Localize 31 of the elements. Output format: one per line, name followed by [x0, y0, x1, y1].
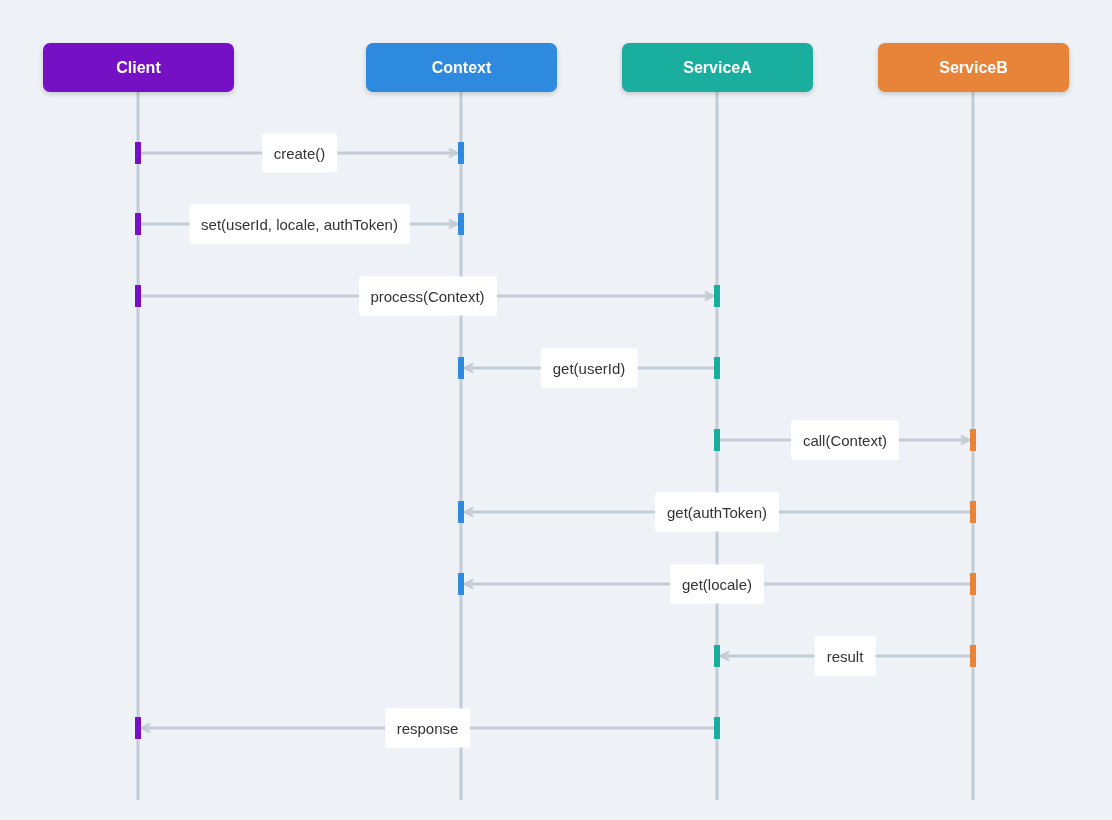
participant-box: Context: [366, 43, 557, 92]
activation-bar: [458, 142, 464, 164]
participant-box: Client: [43, 43, 234, 92]
participant-box: ServiceA: [622, 43, 813, 92]
activation-bar: [458, 357, 464, 379]
edge-label: response: [384, 708, 471, 748]
activation-bar: [458, 573, 464, 595]
edge-label: set(userId, locale, authToken): [189, 204, 410, 244]
edge-label: create(): [261, 133, 338, 173]
activation-bar: [714, 285, 720, 307]
edge-label: result: [814, 636, 876, 676]
edge-label: process(Context): [358, 276, 497, 316]
activation-bar: [135, 717, 141, 739]
edge-label: get(authToken): [654, 492, 780, 532]
activation-bar: [714, 717, 720, 739]
edge-label: get(locale): [670, 564, 764, 604]
activation-bar: [458, 501, 464, 523]
activation-bar: [458, 213, 464, 235]
activation-bar: [714, 429, 720, 451]
activation-bar: [714, 357, 720, 379]
activation-bar: [135, 285, 141, 307]
participant-box: ServiceB: [878, 43, 1069, 92]
activation-bar: [970, 573, 976, 595]
activation-bar: [135, 213, 141, 235]
edge-label: call(Context): [790, 420, 900, 460]
activation-bar: [970, 501, 976, 523]
activation-bar: [135, 142, 141, 164]
activation-bar: [714, 645, 720, 667]
edge-label: get(userId): [540, 348, 638, 388]
activation-bar: [970, 645, 976, 667]
activation-bar: [970, 429, 976, 451]
